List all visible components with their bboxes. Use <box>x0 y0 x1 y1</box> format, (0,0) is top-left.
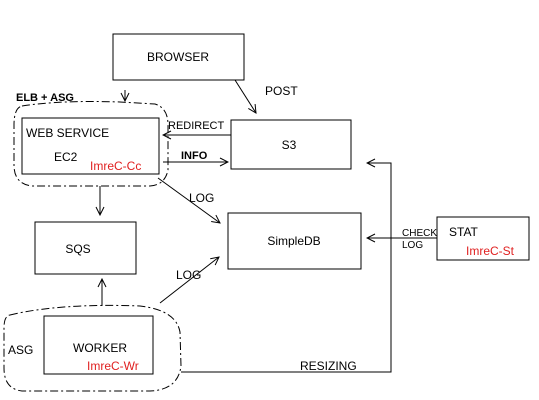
stat-owner: ImreC-St <box>466 244 515 258</box>
edge-redirect-label: REDIRECT <box>168 120 225 132</box>
worker-label: WORKER <box>73 341 127 355</box>
stat-node[interactable]: STAT ImreC-St <box>436 216 530 261</box>
asg-label: ASG <box>8 343 33 357</box>
edge-redirect: REDIRECT <box>163 120 231 135</box>
asg-group: ASG <box>3 304 182 392</box>
edge-resizing: RESIZING <box>181 163 392 373</box>
edge-log-worker-label: LOG <box>176 268 201 282</box>
elb-asg-group: ELB + ASG <box>13 92 169 187</box>
browser-label: BROWSER <box>147 50 209 64</box>
simpledb-node[interactable]: SimpleDB <box>227 212 362 270</box>
edge-resizing-label: RESIZING <box>300 359 357 373</box>
edge-info: INFO <box>163 150 228 162</box>
s3-node[interactable]: S3 <box>230 119 352 170</box>
web-service-ec2-label: EC2 <box>54 150 78 164</box>
sqs-node[interactable]: SQS <box>34 221 137 275</box>
simpledb-label: SimpleDB <box>267 234 320 248</box>
edge-info-label: INFO <box>181 150 208 162</box>
stat-label: STAT <box>449 225 479 239</box>
edge-log-web-label: LOG <box>189 191 214 205</box>
edge-check-log-label-1: CHECK <box>402 228 437 239</box>
asg-boundary <box>3 304 182 392</box>
web-service-label: WEB SERVICE <box>26 126 109 140</box>
edge-post-label: POST <box>265 84 298 98</box>
edge-check-log-label-2: LOG <box>402 240 423 251</box>
s3-label: S3 <box>282 138 297 152</box>
elb-asg-boundary <box>13 101 169 187</box>
worker-node[interactable]: WORKER ImreC-Wr <box>43 315 154 375</box>
elb-asg-label: ELB + ASG <box>16 92 74 104</box>
web-service-node[interactable]: WEB SERVICE EC2 ImreC-Cc <box>21 117 160 175</box>
edge-check-log: CHECK LOG <box>367 228 437 251</box>
edge-log-web: LOG <box>157 177 220 223</box>
worker-owner: ImreC-Wr <box>87 359 139 373</box>
browser-node[interactable]: BROWSER <box>112 33 245 81</box>
edge-post: POST <box>234 79 298 113</box>
edge-log-worker: LOG <box>159 257 219 304</box>
web-service-owner: ImreC-Cc <box>90 159 141 173</box>
sqs-label: SQS <box>65 242 90 256</box>
